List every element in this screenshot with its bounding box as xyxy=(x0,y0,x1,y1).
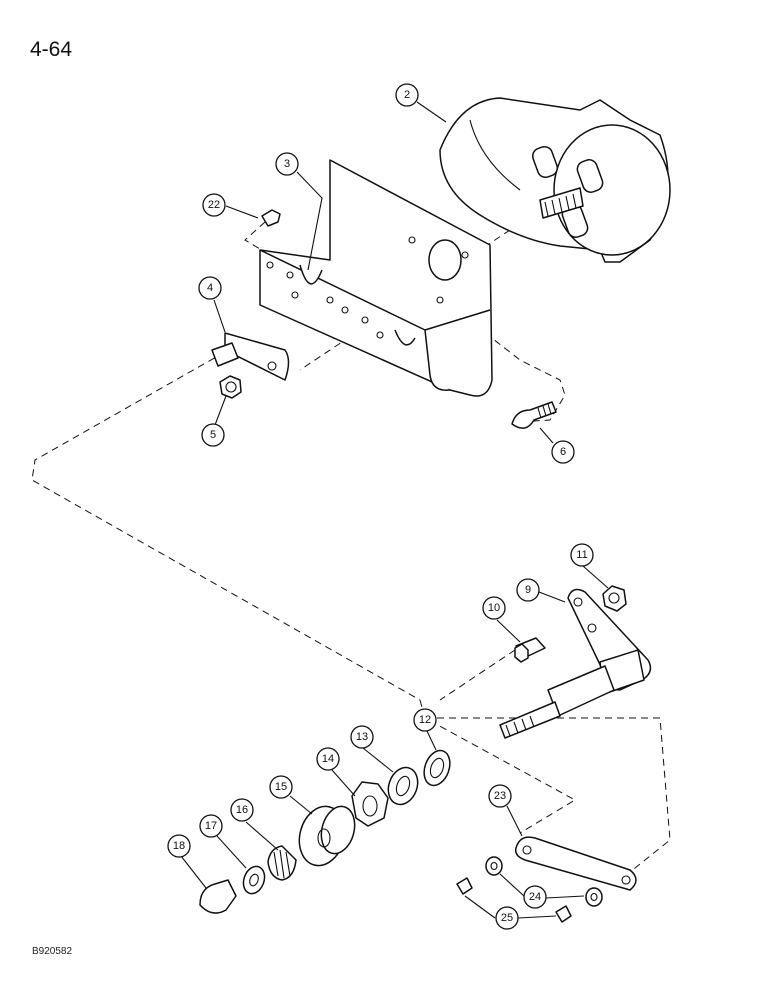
callout-25-label: 25 xyxy=(501,912,513,924)
callout-23: 23 xyxy=(488,784,512,808)
leader-lines xyxy=(180,101,609,919)
assembly-line-loop xyxy=(31,351,421,701)
stud-plate xyxy=(211,332,290,381)
callout-12-label: 12 xyxy=(419,714,431,726)
callout-6: 6 xyxy=(551,440,575,464)
callout-16: 16 xyxy=(230,798,254,822)
page-number: 4-64 xyxy=(30,38,73,61)
washer-13 xyxy=(387,766,419,806)
screw-22 xyxy=(261,209,281,227)
callout-14-label: 14 xyxy=(322,753,334,765)
nut-5 xyxy=(219,375,242,399)
callout-4: 4 xyxy=(198,276,222,300)
bushing-16 xyxy=(267,845,297,881)
callout-2-label: 2 xyxy=(404,89,410,101)
callout-4-label: 4 xyxy=(207,282,213,294)
callout-5-label: 5 xyxy=(210,429,216,441)
figure-code: B920582 xyxy=(32,946,73,957)
callout-11: 11 xyxy=(570,543,594,567)
callout-12: 12 xyxy=(413,708,437,732)
washer-12 xyxy=(423,749,451,787)
callout-9: 9 xyxy=(516,578,540,602)
callout-3: 3 xyxy=(275,152,299,176)
callout-22: 22 xyxy=(202,193,226,217)
assembly-line-stud xyxy=(439,649,516,701)
callout-25: 25 xyxy=(495,906,519,930)
callout-17: 17 xyxy=(199,814,223,838)
callout-5: 5 xyxy=(201,423,225,447)
callout-15: 15 xyxy=(269,775,293,799)
callout-17-label: 17 xyxy=(205,820,217,832)
callout-18-label: 18 xyxy=(173,840,185,852)
assembly-line-screw-6 xyxy=(437,295,566,423)
cap-nut-18 xyxy=(199,879,237,914)
link-23 xyxy=(514,836,637,891)
callout-14: 14 xyxy=(316,747,340,771)
callout-13: 13 xyxy=(350,725,374,749)
washers-24 xyxy=(485,856,603,907)
callout-9-label: 9 xyxy=(525,584,531,596)
callout-10: 10 xyxy=(482,596,506,620)
nut-14 xyxy=(351,781,389,827)
lock-washer-17 xyxy=(242,865,266,895)
motor xyxy=(439,97,671,263)
callout-11-label: 11 xyxy=(576,549,587,561)
pulley-15 xyxy=(298,805,356,867)
callout-23-label: 23 xyxy=(494,790,506,802)
crank-arm xyxy=(499,588,652,739)
screw-6 xyxy=(511,401,557,429)
callout-3-label: 3 xyxy=(284,158,290,170)
callout-24-label: 24 xyxy=(529,891,541,903)
callout-22-label: 22 xyxy=(208,199,220,211)
assembly-line-link-left xyxy=(419,699,577,834)
stud-10 xyxy=(514,637,546,663)
callout-15-label: 15 xyxy=(275,781,287,793)
callout-16-label: 16 xyxy=(236,804,248,816)
callout-10-label: 10 xyxy=(488,602,500,614)
callout-18: 18 xyxy=(167,834,191,858)
callout-24: 24 xyxy=(523,885,547,909)
callout-13-label: 13 xyxy=(356,731,368,743)
callout-6-label: 6 xyxy=(560,446,566,458)
lock-nut xyxy=(602,585,627,612)
assembly-line-screw-22 xyxy=(244,221,266,253)
callout-2: 2 xyxy=(395,83,419,107)
bracket xyxy=(259,159,493,397)
clips-25 xyxy=(456,877,572,923)
